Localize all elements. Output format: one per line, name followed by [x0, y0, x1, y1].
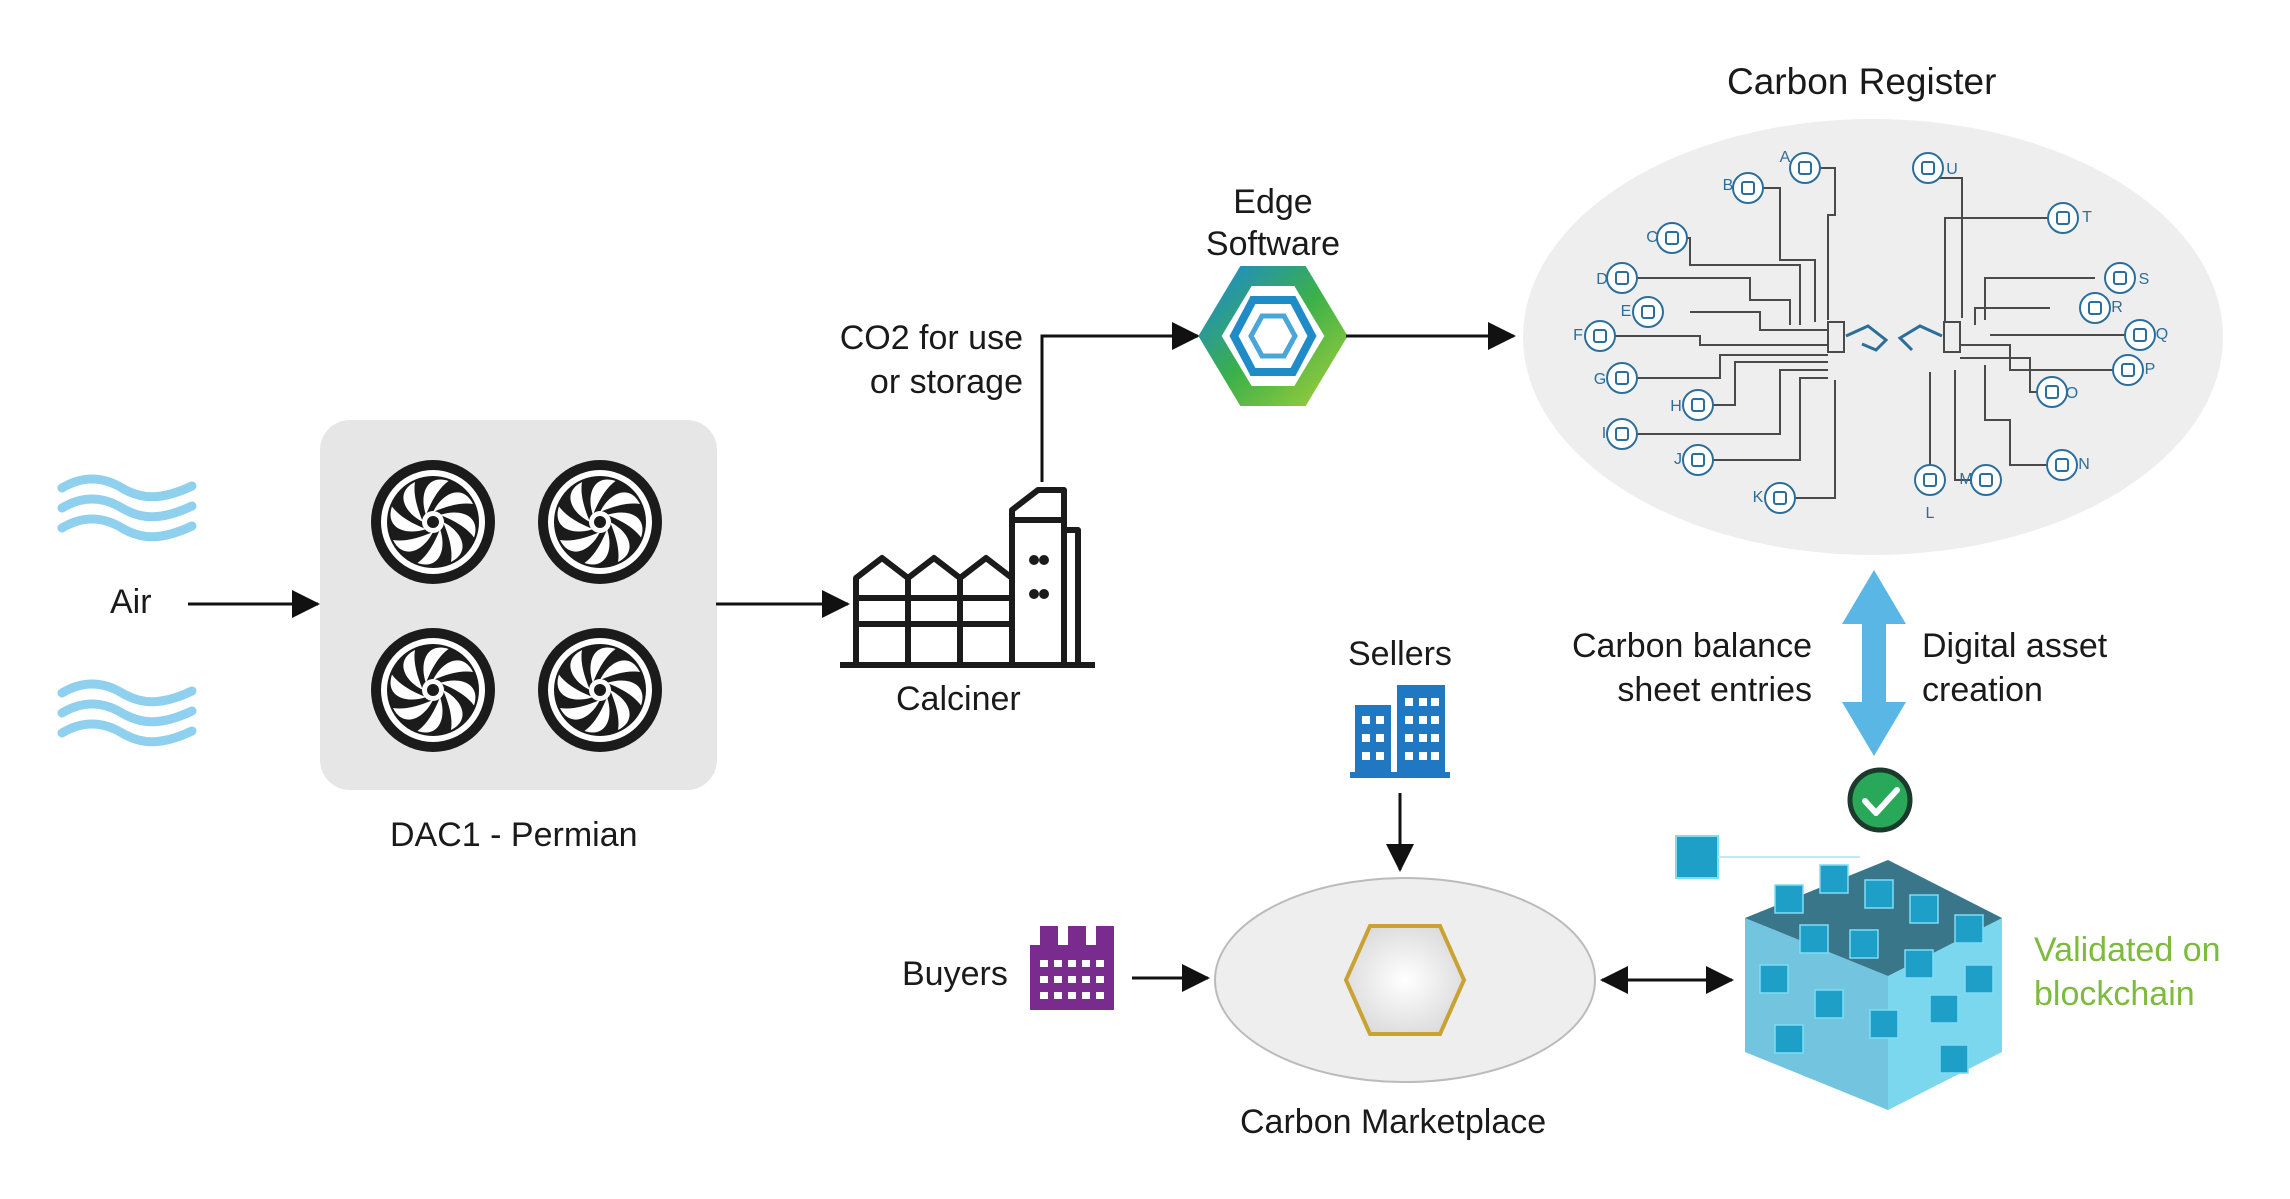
register-node-label: N — [2078, 456, 2090, 473]
carbon-register-title: Carbon Register — [1727, 61, 1997, 102]
register-node-q — [2124, 319, 2156, 351]
digital-label-line2: creation — [1922, 671, 2043, 709]
sellers-building-icon — [1350, 685, 1450, 778]
register-node-j — [1682, 444, 1714, 476]
register-node-o — [2036, 376, 2068, 408]
register-node-icon — [1691, 453, 1705, 467]
blockchain-cube-icon — [1675, 835, 2002, 1110]
register-node-icon — [1641, 305, 1655, 319]
register-node-icon — [2055, 458, 2069, 472]
dac-label: DAC1 - Permian — [390, 816, 638, 854]
arrow-calciner-to-edge — [1040, 322, 1200, 482]
register-node-label: U — [1946, 161, 1958, 178]
air-wind-icon-lower — [62, 684, 192, 742]
air-label: Air — [110, 583, 152, 621]
register-node-label: Q — [2156, 326, 2168, 343]
balance-label-line2: sheet entries — [1617, 671, 1812, 709]
calciner-label: Calciner — [896, 680, 1021, 718]
digital-label-line1: Digital asset — [1922, 627, 2108, 665]
register-node-icon — [2056, 211, 2070, 225]
register-node-h — [1682, 389, 1714, 421]
register-node-label: R — [2111, 299, 2123, 316]
register-node-a — [1789, 152, 1821, 184]
register-node-icon — [2133, 328, 2147, 342]
register-node-label: T — [2082, 209, 2092, 226]
register-node-label: G — [1594, 371, 1606, 388]
edge-label-line1: Edge — [1233, 183, 1313, 221]
register-node-u — [1912, 152, 1944, 184]
register-node-n — [2046, 449, 2078, 481]
register-node-d — [1606, 262, 1638, 294]
balance-label-line1: Carbon balance — [1571, 627, 1812, 665]
register-node-label: I — [1602, 425, 1606, 442]
register-node-icon — [1691, 398, 1705, 412]
register-node-b — [1732, 172, 1764, 204]
register-node-group: A B C DE F G H I J K L M N O P Q RS T U — [1573, 149, 2168, 522]
edge-software-icon — [1198, 266, 1348, 406]
register-node-label: E — [1621, 303, 1632, 320]
register-node-f — [1584, 320, 1616, 352]
register-node-icon — [2121, 363, 2135, 377]
register-node-i — [1606, 418, 1638, 450]
register-node-label: J — [1674, 451, 1682, 468]
marketplace-hexagon-icon — [1343, 924, 1467, 1036]
register-node-label: C — [1646, 229, 1658, 246]
air-wind-icon — [62, 479, 192, 537]
register-node-label: B — [1723, 177, 1734, 194]
register-node-label: D — [1596, 271, 1608, 288]
register-node-label: L — [1926, 505, 1935, 522]
marketplace-label: Carbon Marketplace — [1240, 1103, 1547, 1141]
register-node-l — [1914, 464, 1946, 496]
double-arrow-register-blockchain — [1842, 570, 1906, 756]
co2-label-line2: or storage — [869, 363, 1023, 401]
register-node-label: M — [1959, 471, 1972, 488]
register-node-label: K — [1753, 489, 1764, 506]
register-node-icon — [1798, 161, 1812, 175]
register-node-icon — [2088, 301, 2102, 315]
handshake-icon — [1845, 324, 1943, 352]
dac-panel — [320, 420, 717, 790]
register-node-s — [2104, 262, 2136, 294]
register-node-r — [2079, 292, 2111, 324]
register-node-g — [1606, 362, 1638, 394]
register-node-label: A — [1780, 149, 1791, 166]
validated-label-line2: blockchain — [2034, 975, 2195, 1013]
register-node-label: S — [2139, 271, 2150, 288]
register-node-p — [2112, 354, 2144, 386]
register-node-label: F — [1573, 327, 1583, 344]
register-node-t — [2047, 202, 2079, 234]
register-node-m — [1970, 464, 2002, 496]
register-node-icon — [1741, 181, 1755, 195]
register-node-icon — [1979, 473, 1993, 487]
register-node-c — [1656, 222, 1688, 254]
validated-label-line1: Validated on — [2034, 931, 2221, 969]
register-node-icon — [1773, 491, 1787, 505]
buyers-label: Buyers — [902, 955, 1008, 993]
calciner-factory-icon — [840, 487, 1095, 668]
co2-label-line1: CO2 for use — [839, 319, 1023, 357]
register-node-icon — [1921, 161, 1935, 175]
register-node-k — [1764, 482, 1796, 514]
register-node-icon — [1615, 427, 1629, 441]
register-node-icon — [1665, 231, 1679, 245]
register-node-icon — [1615, 371, 1629, 385]
register-node-icon — [1923, 473, 1937, 487]
edge-label-line2: Software — [1205, 225, 1341, 263]
register-node-label: H — [1670, 398, 1682, 415]
sellers-label: Sellers — [1348, 635, 1452, 673]
register-node-icon — [2045, 385, 2059, 399]
register-node-label: O — [2066, 385, 2078, 402]
register-node-label: P — [2145, 361, 2156, 378]
validated-check-icon — [1847, 767, 1913, 833]
register-node-icon — [1593, 329, 1607, 343]
buyers-factory-icon — [1030, 926, 1114, 1010]
register-node-icon — [2113, 271, 2127, 285]
register-node-icon — [1615, 271, 1629, 285]
register-node-e — [1632, 296, 1664, 328]
